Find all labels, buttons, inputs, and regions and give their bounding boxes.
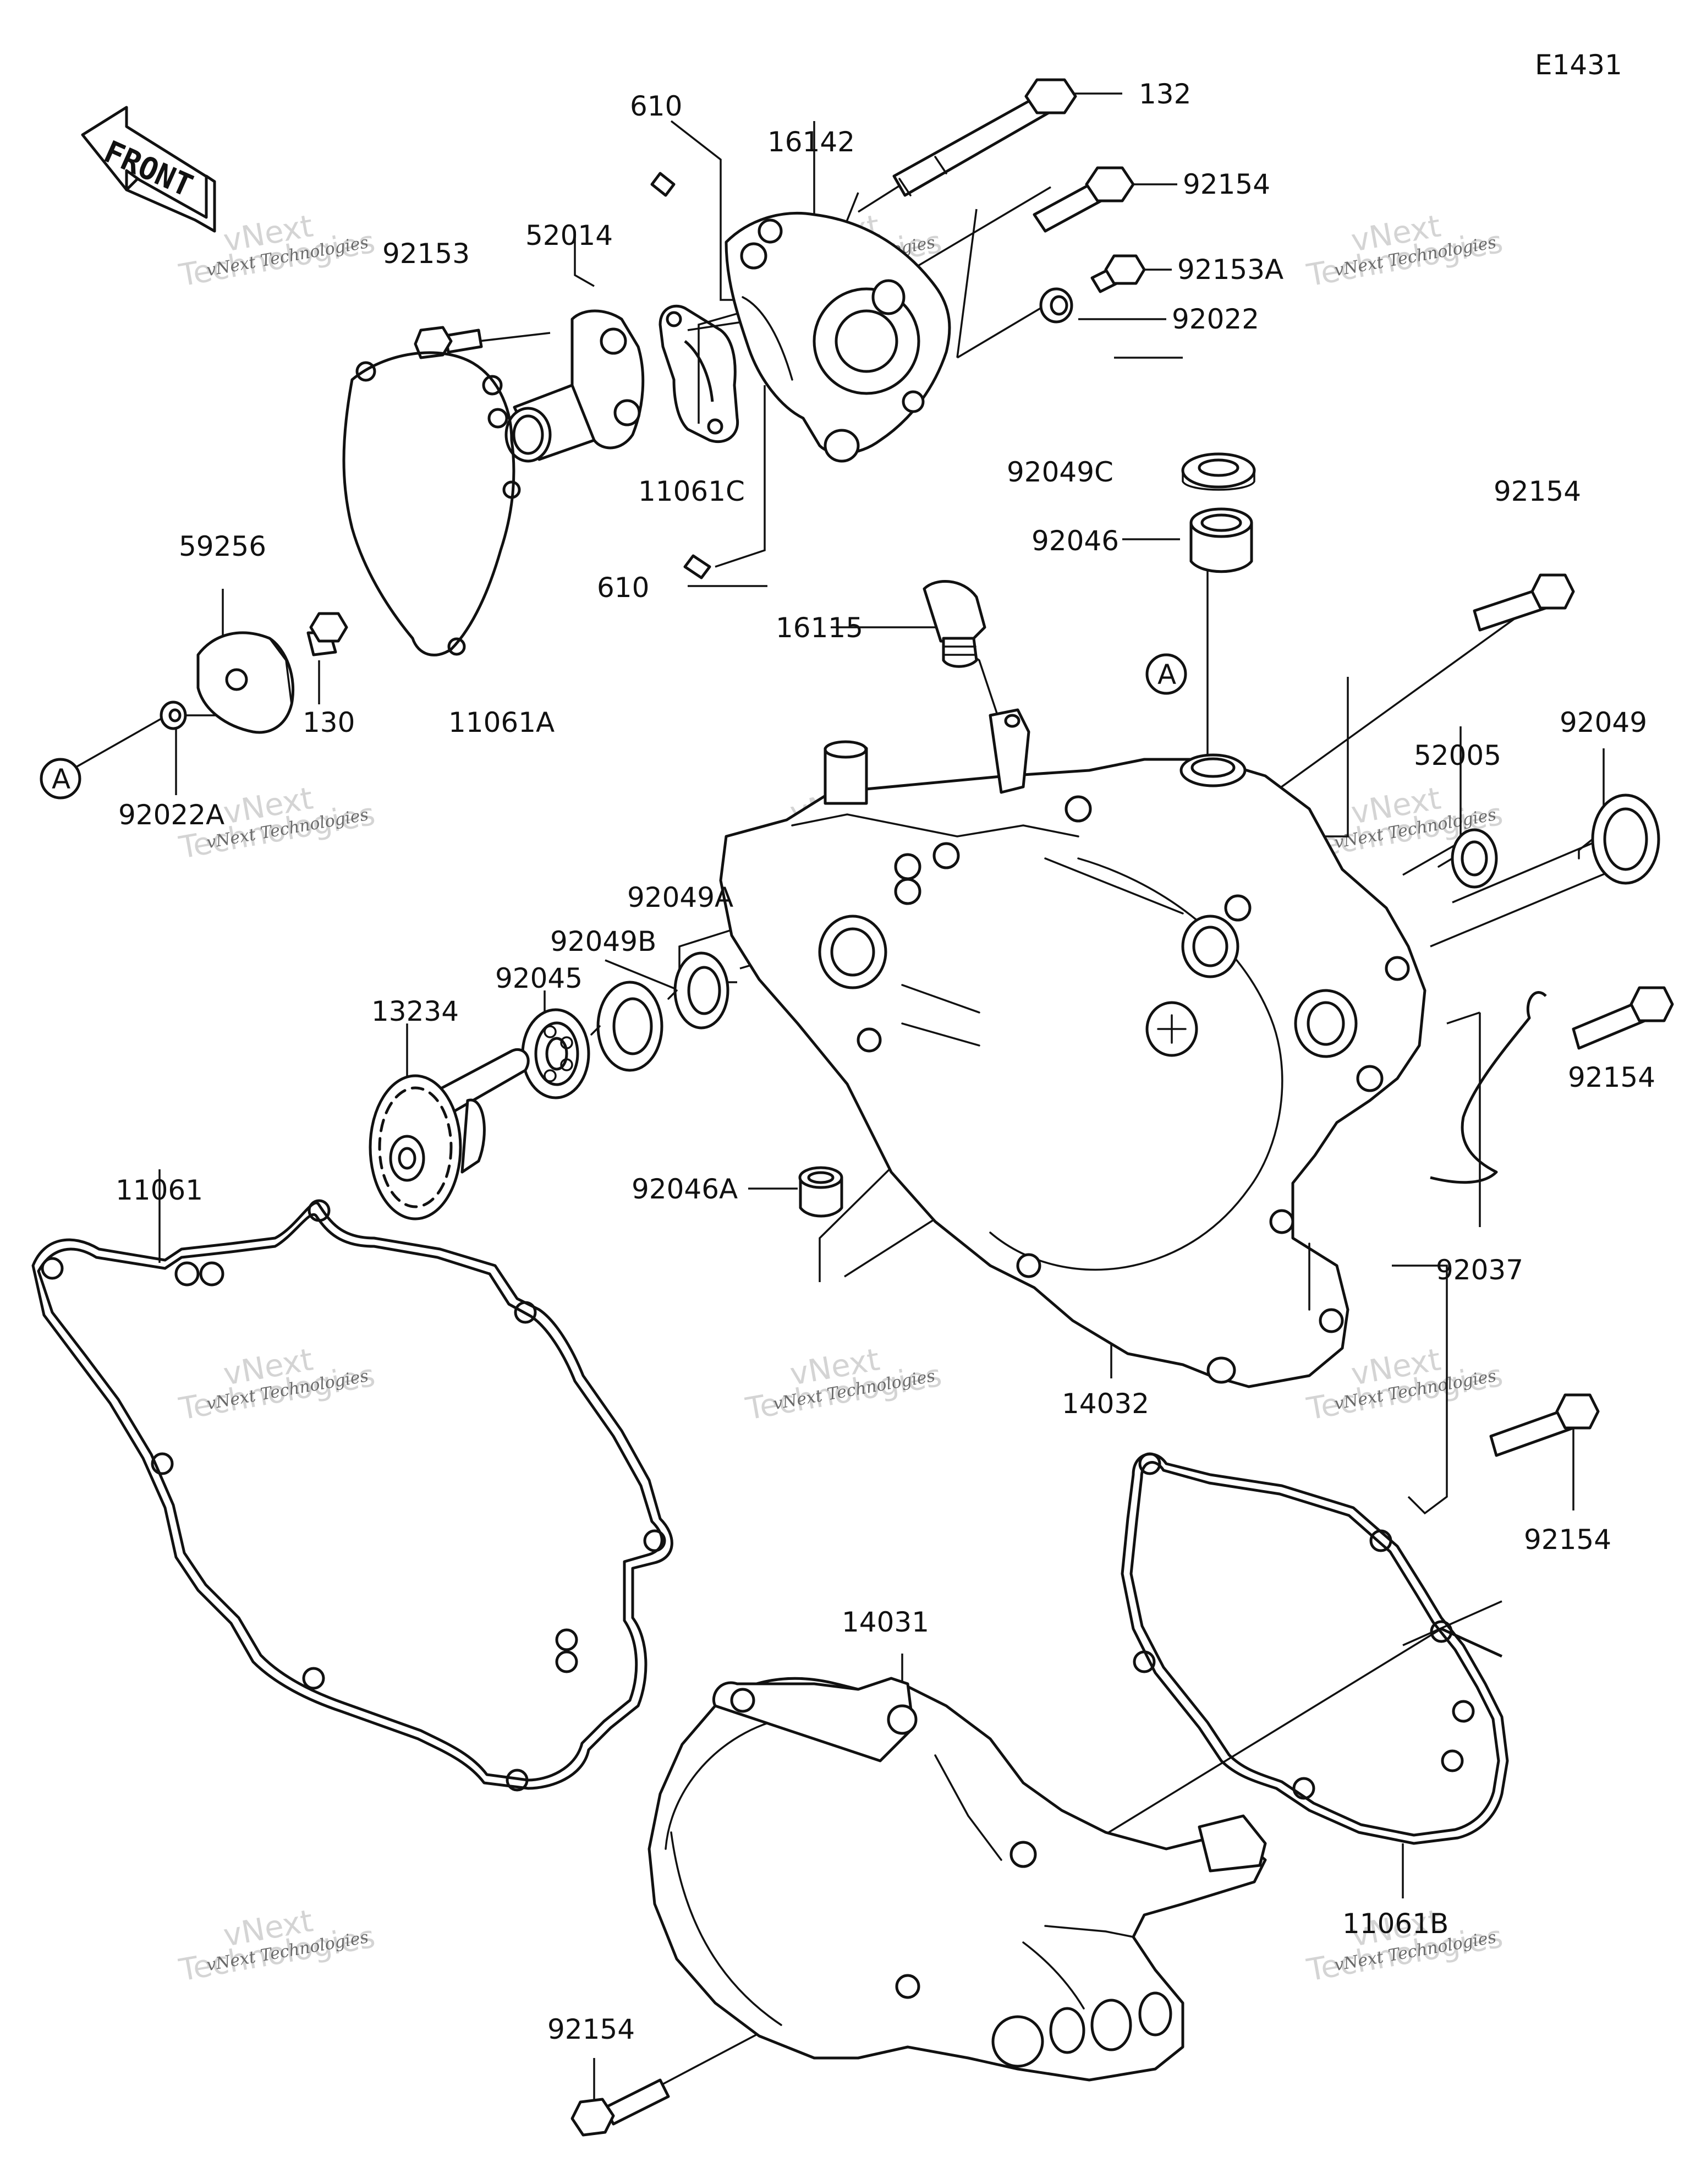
label-16142: 16142	[767, 126, 855, 158]
seal-92049a	[667, 951, 729, 1030]
label-14031: 14031	[842, 1606, 929, 1638]
impeller-59256	[196, 631, 295, 734]
label-92046: 92046	[1031, 525, 1119, 557]
plug-16115	[923, 580, 986, 668]
pipe-52014	[504, 309, 645, 463]
label-92154-right: 92154	[1494, 475, 1581, 507]
seal-92049	[1578, 793, 1660, 885]
label-132: 132	[1139, 78, 1191, 110]
bolt-92154-d	[1489, 1393, 1600, 1457]
bolt-92154-a	[1033, 166, 1135, 233]
label-92154-lower: 92154	[1524, 1524, 1611, 1556]
label-92049a: 92049A	[627, 882, 733, 913]
label-92049b: 92049B	[550, 926, 656, 957]
watermark: Technologies vNext vNext Technologies	[176, 1342, 378, 1427]
label-52014: 52014	[525, 220, 613, 251]
label-92022: 92022	[1172, 303, 1259, 335]
label-59256: 59256	[179, 530, 266, 562]
seal-92049c	[1181, 452, 1256, 491]
pump-cover-16142	[725, 212, 951, 463]
label-92154-mid: 92154	[1568, 1061, 1655, 1093]
label-92153a: 92153A	[1177, 254, 1283, 286]
washer-92022	[1039, 287, 1073, 324]
bearing-92046a	[798, 1166, 843, 1218]
gasket-11061	[31, 1199, 673, 1792]
label-11061c: 11061C	[638, 475, 745, 507]
label-610-mid: 610	[597, 572, 649, 604]
callout-a-left: A	[40, 758, 81, 800]
watermark: Technologies vNext vNext Technologies	[176, 1903, 378, 1988]
label-92153: 92153	[382, 238, 470, 270]
part-labels: 132 92154 92153A 92022 610 16142 52014 9…	[116, 78, 1655, 2045]
label-610: 610	[630, 90, 682, 122]
magneto-cover-14031	[648, 1677, 1267, 2082]
label-92049: 92049	[1560, 707, 1647, 738]
bolt-92153a	[1090, 254, 1146, 293]
watermark: Technologies vNext vNext Technologies	[743, 1342, 945, 1427]
bolt-132	[892, 78, 1077, 197]
label-92049c: 92049C	[1007, 456, 1113, 488]
svg-text:A: A	[1157, 659, 1176, 691]
bolt-92154-b	[1473, 573, 1575, 632]
label-52005: 52005	[1414, 740, 1501, 771]
watermark: Technologies vNext vNext Technologies	[176, 208, 378, 293]
washer-92022a	[160, 700, 187, 730]
bolt-92154-e	[570, 2078, 670, 2137]
label-11061b: 11061B	[1342, 1908, 1448, 1940]
gasket-11061c	[659, 304, 739, 444]
watermark: Technologies vNext vNext Technologies	[1304, 208, 1506, 293]
bolt-92154-c	[1572, 986, 1674, 1050]
label-16115: 16115	[776, 612, 863, 644]
label-92154: 92154	[1183, 168, 1270, 200]
gasket-11061b	[1121, 1452, 1509, 1845]
label-92022a: 92022A	[118, 799, 224, 831]
label-130: 130	[303, 707, 355, 738]
label-92045: 92045	[495, 962, 583, 994]
dowel-610-mid	[683, 554, 711, 579]
bearing-92045	[521, 1008, 590, 1099]
bolt-130	[306, 612, 348, 656]
clamp-92037	[1430, 991, 1547, 1184]
bolt-92153	[414, 326, 483, 359]
front-arrow-icon: FRONT	[81, 106, 216, 233]
gear-13234	[369, 1048, 530, 1220]
label-92154-bottom: 92154	[547, 2013, 635, 2045]
diagram-code: E1431	[1535, 49, 1622, 81]
bearing-92049b	[590, 981, 663, 1072]
dowel-610-top	[650, 172, 676, 197]
clutch-cover-14032	[719, 708, 1426, 1388]
callout-a-right: A	[1145, 653, 1187, 695]
seal-52005	[1437, 828, 1498, 889]
gasket-11061a	[342, 351, 521, 656]
label-92037: 92037	[1436, 1254, 1523, 1286]
bearing-92046	[1189, 507, 1253, 573]
svg-text:A: A	[52, 763, 70, 795]
label-14032: 14032	[1062, 1388, 1149, 1420]
label-13234: 13234	[371, 995, 459, 1027]
label-92046a: 92046A	[632, 1173, 738, 1205]
label-11061: 11061	[116, 1174, 203, 1206]
label-11061a: 11061A	[448, 707, 555, 738]
